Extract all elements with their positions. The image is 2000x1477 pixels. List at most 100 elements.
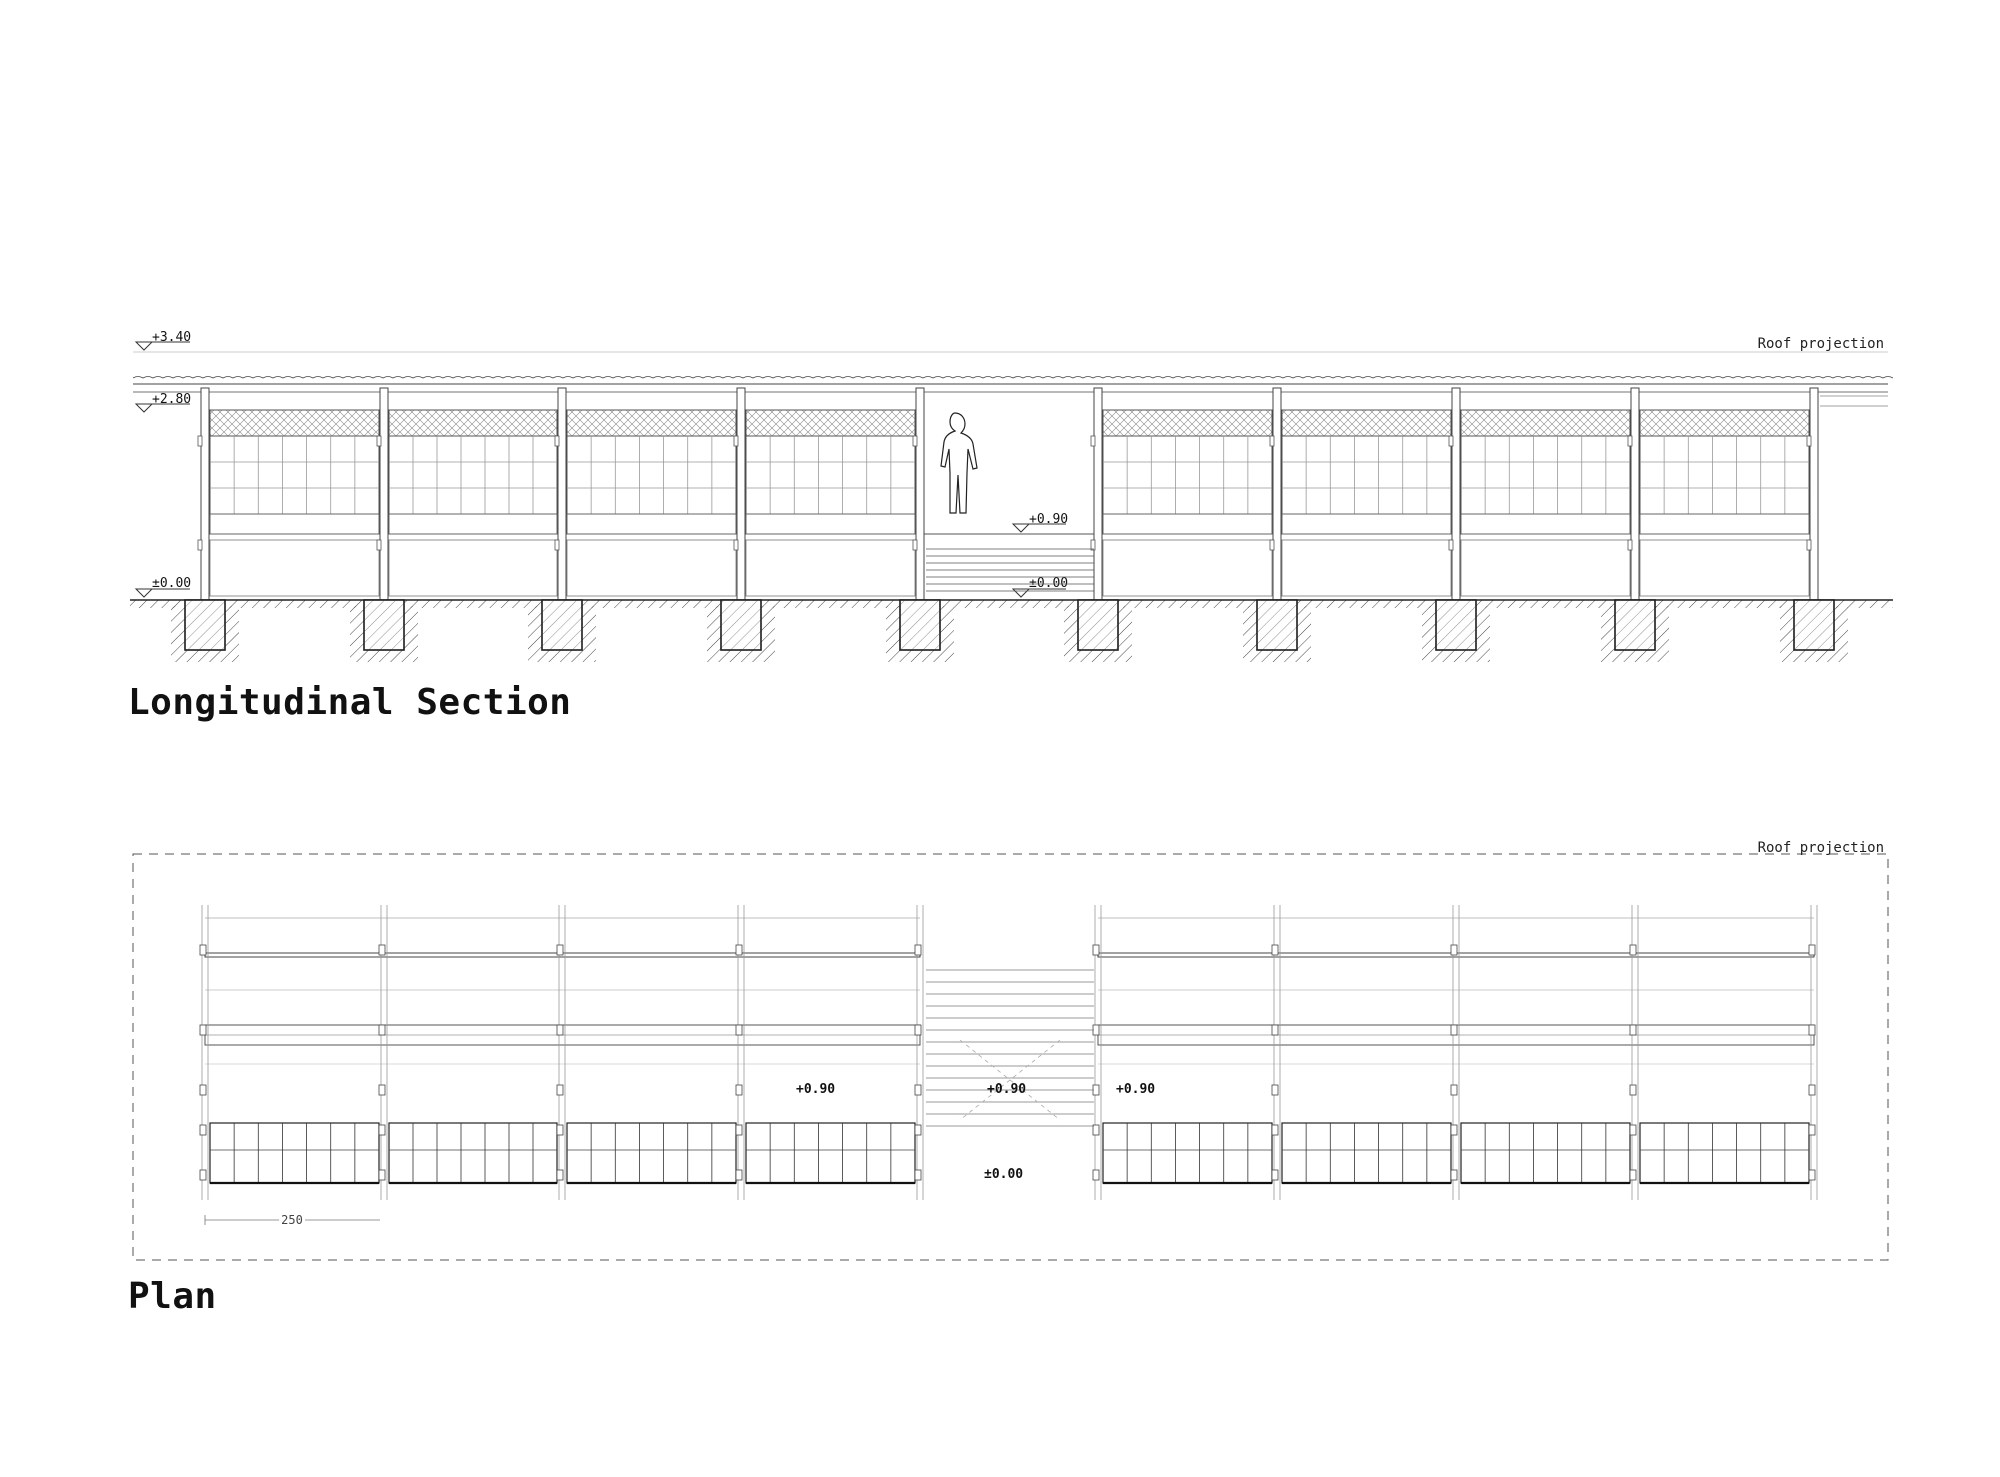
post-bracket <box>376 539 382 551</box>
level-label-ground-left: ±0.00 <box>152 576 191 591</box>
level-label-top: +3.40 <box>152 330 191 345</box>
section-ground <box>130 599 1893 608</box>
section-post <box>379 387 389 601</box>
post-bracket <box>1806 539 1812 551</box>
plan-post-plate <box>914 1169 922 1181</box>
plan-window-block <box>1639 1122 1810 1184</box>
section-post <box>1630 387 1640 601</box>
plan-post <box>1092 905 1102 1200</box>
plan-post-plate <box>1808 1084 1816 1096</box>
section-bay <box>1639 409 1810 597</box>
section-roof <box>132 351 1894 407</box>
lattice-panel <box>388 409 558 437</box>
section-post <box>200 387 210 601</box>
window-panel <box>209 435 380 515</box>
plan-post <box>914 905 924 1200</box>
plan-post-plate <box>378 1124 386 1136</box>
plan-post <box>1271 905 1281 1200</box>
section-bay <box>1102 409 1273 597</box>
plan-post-plate <box>1450 1084 1458 1096</box>
plan-post-plate <box>199 1124 207 1136</box>
footing-hatch <box>1256 599 1298 651</box>
plan-post-plate <box>735 1024 743 1036</box>
bench-rail <box>209 513 380 535</box>
section-post <box>1272 387 1282 601</box>
plan-post-plate <box>1629 944 1637 956</box>
bench-rail <box>1639 513 1810 535</box>
lower-panel <box>1281 539 1452 597</box>
lattice-panel <box>745 409 916 437</box>
plan-post <box>1808 905 1818 1200</box>
plan-post-plate <box>1629 1169 1637 1181</box>
plan-post-plate <box>1450 1024 1458 1036</box>
plan-window-block <box>209 1122 380 1184</box>
lattice-panel <box>1639 409 1810 437</box>
post-bracket <box>1627 435 1633 447</box>
post-bracket <box>733 539 739 551</box>
post-bracket <box>912 435 918 447</box>
section-bay <box>209 409 380 597</box>
plan-post-plate <box>199 1169 207 1181</box>
post-bracket <box>376 435 382 447</box>
plan-post-plate <box>556 1024 564 1036</box>
plan-post <box>1450 905 1460 1200</box>
plan-post-plate <box>1271 1024 1279 1036</box>
lattice-panel <box>1281 409 1452 437</box>
post-bracket <box>1448 539 1454 551</box>
section-title: Longitudinal Section <box>128 682 572 723</box>
lower-panel <box>566 539 737 597</box>
plan-level-ground: ±0.00 <box>984 1167 1023 1182</box>
plan-post-plate <box>914 1084 922 1096</box>
section-post <box>1809 387 1819 601</box>
level-label-deck: +0.90 <box>1029 512 1068 527</box>
section-bay <box>1281 409 1452 597</box>
plan-window-bay <box>1460 1122 1631 1185</box>
plan-post-plate <box>199 944 207 956</box>
roof-projection-outline <box>132 853 1889 1261</box>
section-post <box>915 387 925 601</box>
section-post <box>1093 387 1103 601</box>
plan-window-bay <box>1281 1122 1452 1185</box>
plan-post-plate <box>378 944 386 956</box>
plan-level-left-deck: +0.90 <box>796 1082 835 1097</box>
plan-post <box>735 905 745 1200</box>
plan-roof-projection-note: Roof projection <box>1758 840 1884 856</box>
plan-window-block <box>1281 1122 1452 1184</box>
window-panel <box>566 435 737 515</box>
post-bracket <box>1806 435 1812 447</box>
post-bracket <box>1090 539 1096 551</box>
bench-rail <box>1281 513 1452 535</box>
bench-rail <box>566 513 737 535</box>
plan-post-plate <box>735 1169 743 1181</box>
plan-window-block <box>566 1122 737 1184</box>
lattice-panel <box>1102 409 1273 437</box>
lattice-panel <box>1460 409 1631 437</box>
plan-post <box>556 905 566 1200</box>
post-bracket <box>1627 539 1633 551</box>
plan-window-bay <box>566 1122 737 1185</box>
post-bracket <box>733 435 739 447</box>
plan-post-plate <box>735 1124 743 1136</box>
plan-wing <box>204 917 921 1065</box>
footing-hatch <box>184 599 226 651</box>
plan-central-stairs <box>926 969 1094 1127</box>
section-post <box>1451 387 1461 601</box>
window-panel <box>1281 435 1452 515</box>
footing-hatch <box>541 599 583 651</box>
footing-hatch <box>1435 599 1477 651</box>
post-bracket <box>1269 539 1275 551</box>
level-label-eave: +2.80 <box>152 392 191 407</box>
post-bracket <box>1448 435 1454 447</box>
section-post <box>736 387 746 601</box>
section-bays <box>209 409 1810 597</box>
plan-post-plate <box>556 1084 564 1096</box>
section-footings <box>171 599 1848 662</box>
plan-post-plate <box>914 1024 922 1036</box>
plan-post-plate <box>378 1024 386 1036</box>
plan-post-plate <box>1271 944 1279 956</box>
bench-rail <box>1102 513 1273 535</box>
longitudinal-section-drawing: +3.40 +2.80 ±0.00 +0.90 ±0.00 Roof proje… <box>130 330 1894 662</box>
section-bay <box>745 409 916 597</box>
plan-post-plate <box>1808 944 1816 956</box>
plan-post-plate <box>378 1169 386 1181</box>
